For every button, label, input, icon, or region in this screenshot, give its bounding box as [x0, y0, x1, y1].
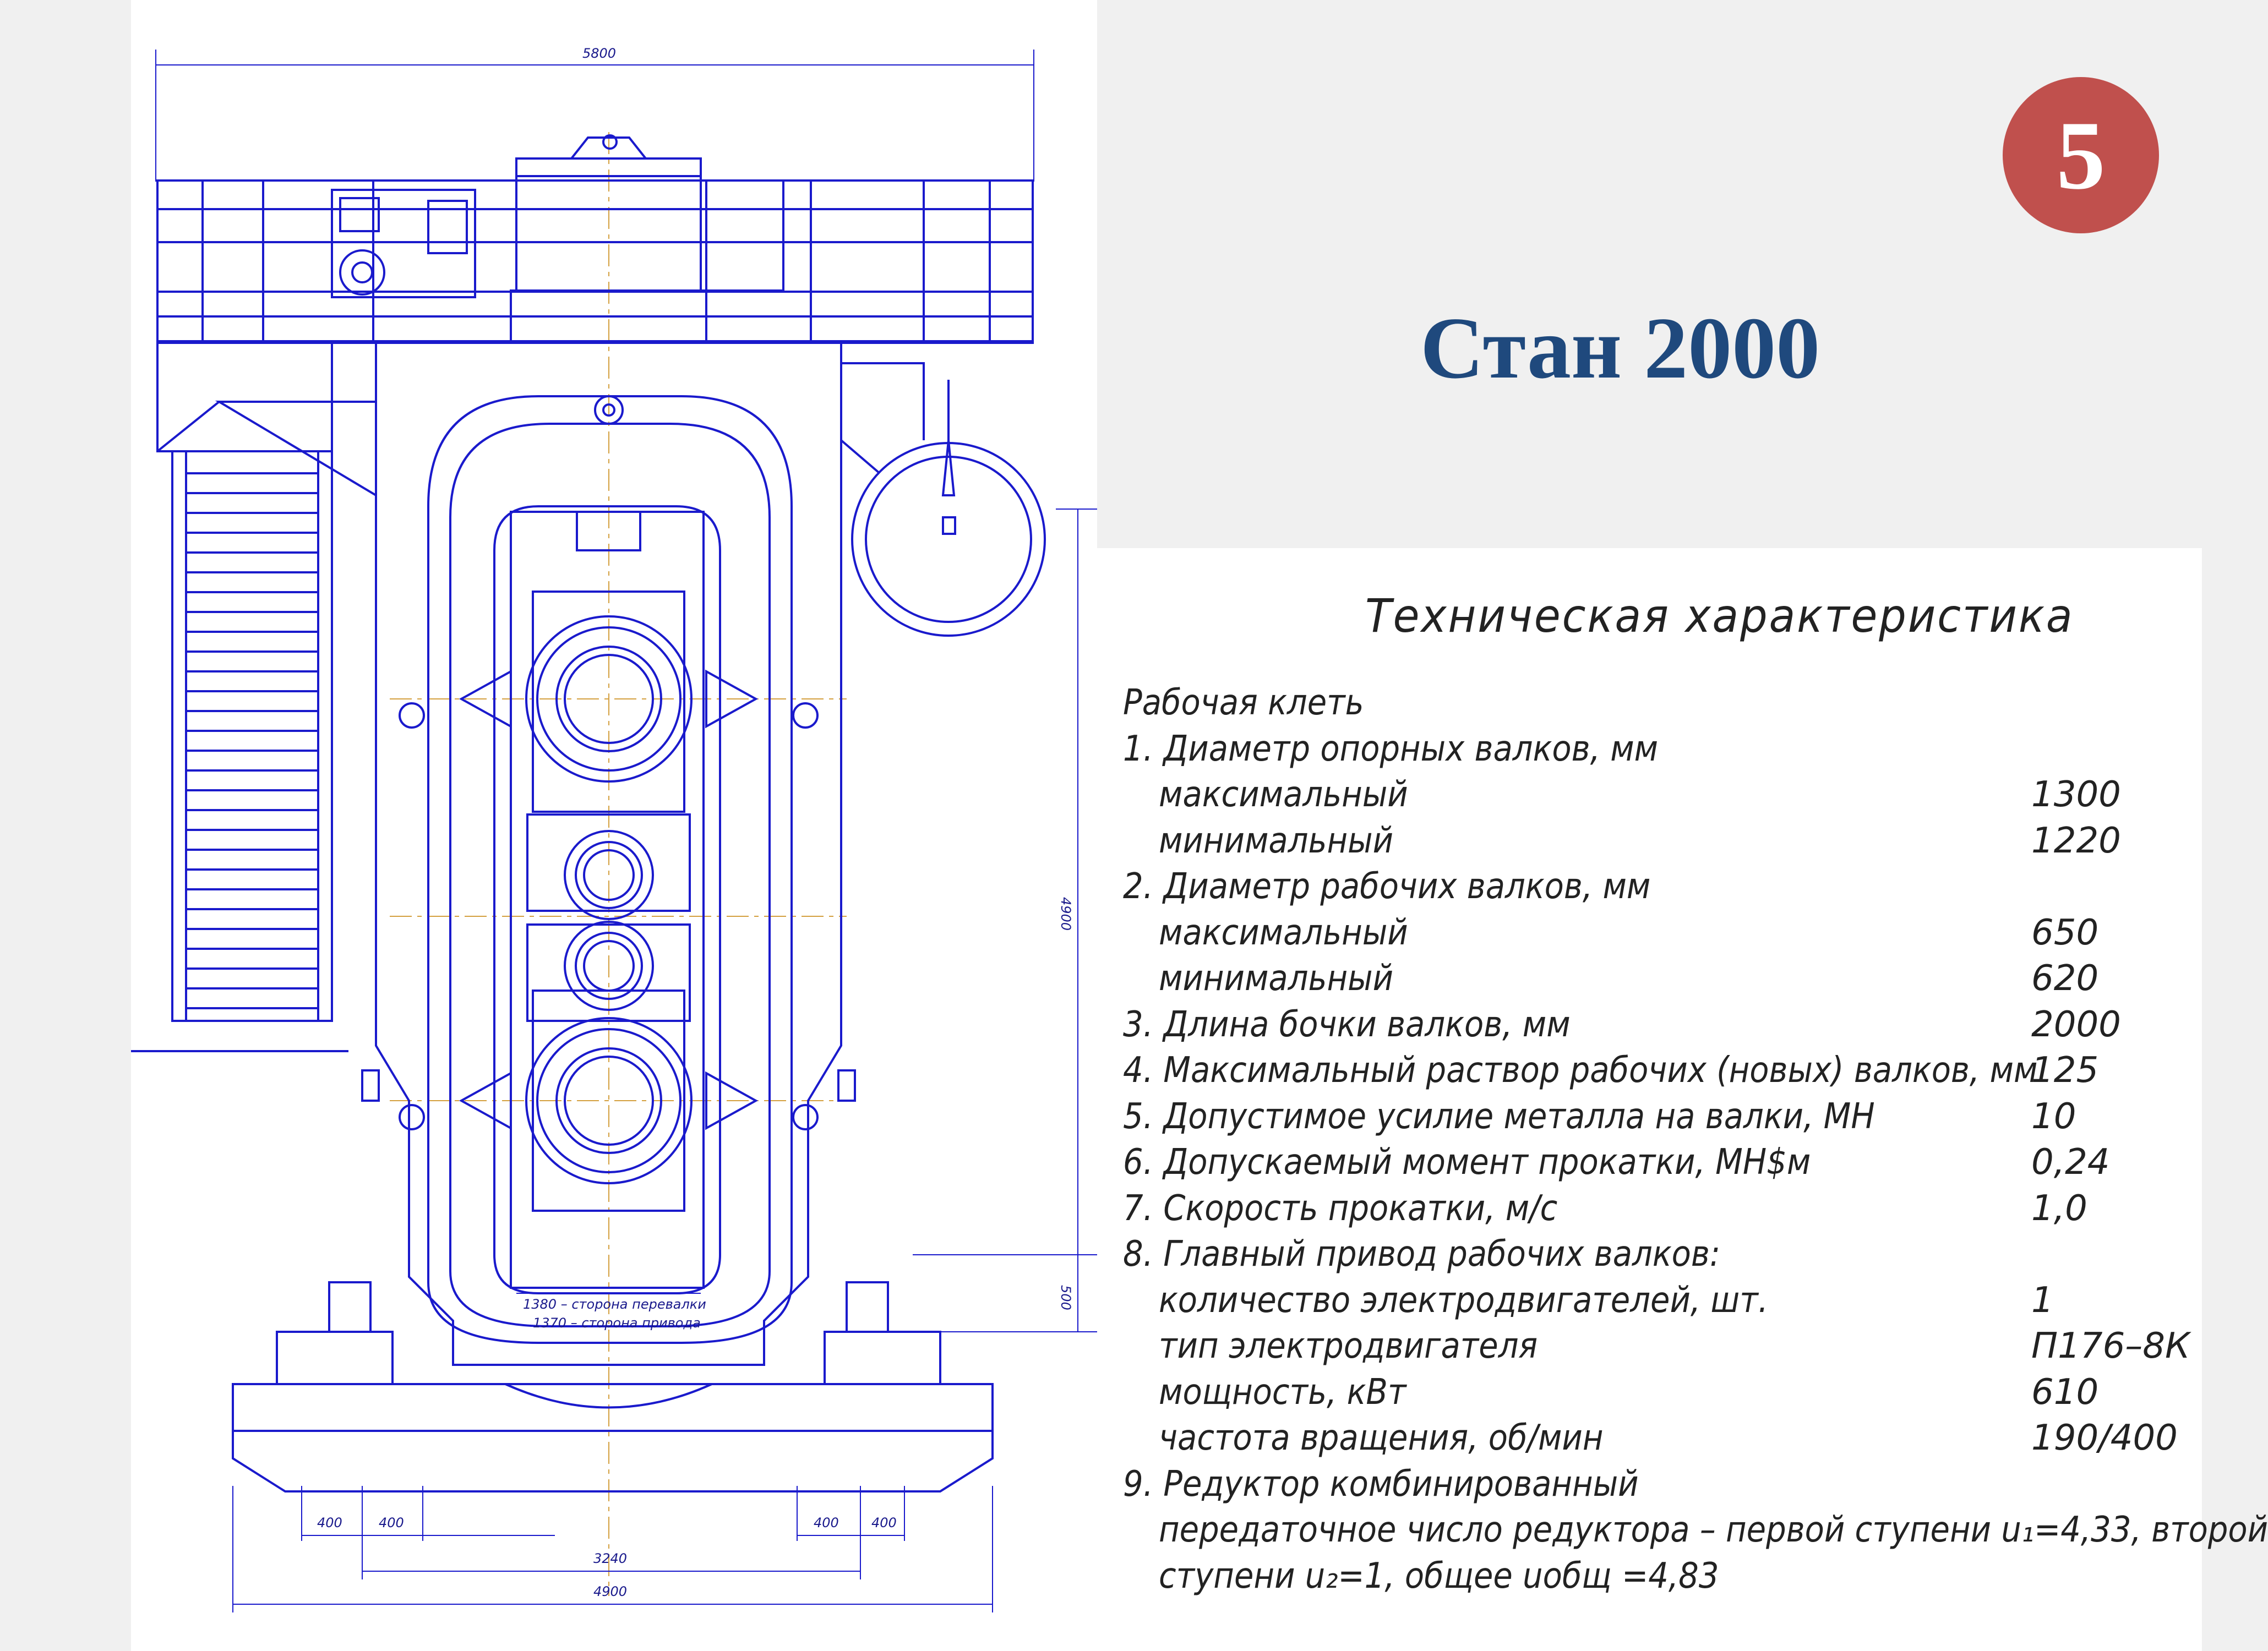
dim-bottom-400-b: 400: [379, 1515, 404, 1530]
spec-line-label: 4. Максимальный раствор рабочих (новых) …: [1123, 1050, 2038, 1091]
spec-line-label: мощность, кВт: [1159, 1371, 1406, 1413]
spec-line-label: 6. Допускаемый момент прокатки, МН$м: [1123, 1142, 1811, 1183]
spec-line-value: 650: [2031, 912, 2099, 953]
note-drive-side: 1370 – сторона привода: [533, 1315, 701, 1331]
spec-line-value: 1: [2031, 1280, 2054, 1321]
spec-line-label: ступени u₂=1, общее uобщ =4,83: [1159, 1555, 1719, 1597]
spec-line-label: минимальный: [1159, 820, 1394, 861]
slide-number-badge: 5: [2003, 77, 2159, 233]
spec-line-value: 1220: [2031, 820, 2121, 861]
spec-line-label: частота вращения, об/мин: [1159, 1418, 1604, 1458]
title-area: [1097, 0, 2202, 548]
spec-line-value: 1,0: [2031, 1188, 2087, 1229]
dim-bottom-400-d: 400: [871, 1515, 897, 1530]
spec-line-label: 8. Главный привод рабочих валков:: [1123, 1234, 1721, 1275]
dim-top-width: 5800: [582, 46, 616, 61]
drawing-panel: 5800 4900 500 400 400 400 400 3240 4900 …: [131, 0, 1097, 1651]
rolling-stand-drawing: 5800 4900 500 400 400 400 400 3240 4900 …: [131, 46, 1097, 1612]
spec-line-label: количество электродвигателей, шт.: [1159, 1280, 1769, 1321]
spec-line-label: передаточное число редуктора – первой ст…: [1159, 1510, 2268, 1550]
spec-line-label: 5. Допустимое усилие металла на валки, М…: [1123, 1096, 1875, 1137]
spec-heading: Техническая характеристика: [1365, 589, 2074, 643]
slide-number: 5: [2056, 101, 2106, 210]
spec-line-value: П176–8К: [2031, 1326, 2190, 1366]
spec-line-value: 1300: [2031, 774, 2121, 815]
spec-line-label: тип электродвигателя: [1159, 1326, 1538, 1366]
spec-line-value: 0,24: [2031, 1142, 2110, 1183]
dim-bottom-4900: 4900: [593, 1584, 627, 1599]
spec-line-label: максимальный: [1159, 912, 1408, 953]
spec-line-label: 7. Скорость прокатки, м/с: [1123, 1188, 1558, 1229]
note-transfer-side: 1380 – сторона перевалки: [523, 1297, 706, 1312]
spec-line-value: 10: [2031, 1096, 2076, 1137]
spec-line-value: 190/400: [2031, 1418, 2178, 1458]
dim-height-base: 500: [1058, 1285, 1073, 1310]
spec-line-label: 1. Диаметр опорных валков, мм: [1123, 728, 1659, 769]
technical-specification-panel: [1097, 548, 2202, 1651]
spec-line-label: минимальный: [1159, 958, 1394, 999]
dim-bottom-3240: 3240: [593, 1551, 627, 1566]
dim-bottom-400-c: 400: [814, 1515, 839, 1530]
spec-line-label: Рабочая клеть: [1123, 682, 1364, 723]
spec-line-value: 610: [2031, 1371, 2099, 1413]
spec-line-value: 125: [2031, 1050, 2099, 1091]
spec-line-label: 3. Длина бочки валков, мм: [1123, 1004, 1571, 1045]
spec-line-label: 2. Диаметр рабочих валков, мм: [1123, 866, 1651, 907]
slide-title: Стан 2000: [1420, 299, 1820, 397]
spec-line-label: максимальный: [1159, 774, 1408, 815]
spec-line-value: 2000: [2031, 1004, 2121, 1045]
spec-line-value: 620: [2031, 958, 2099, 999]
spec-line-label: 9. Редуктор комбинированный: [1123, 1463, 1639, 1505]
dim-height-main: 4900: [1058, 897, 1073, 931]
dim-bottom-400-a: 400: [317, 1515, 342, 1530]
